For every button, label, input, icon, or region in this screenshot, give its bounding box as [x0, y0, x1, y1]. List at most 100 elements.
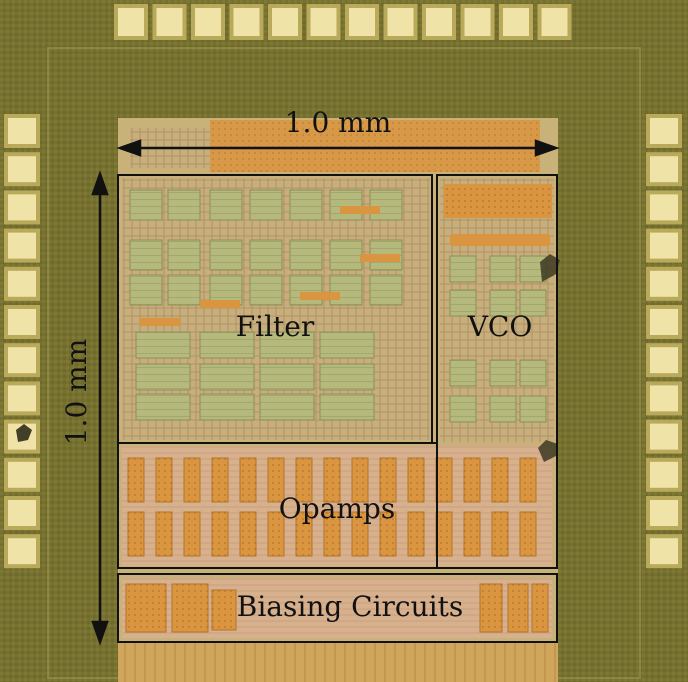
bond-pad [310, 8, 337, 36]
opamp-transistor [435, 511, 453, 557]
bond-pad [650, 194, 678, 221]
capacitor-cell [129, 274, 163, 306]
opamp-transistor [239, 457, 257, 503]
bond-pad [650, 156, 678, 183]
opamp-device-array [127, 457, 537, 557]
capacitor-cell [209, 239, 243, 271]
vco-device [449, 395, 477, 423]
capacitor-cell [249, 239, 283, 271]
opamp-transistor [379, 457, 397, 503]
bond-pad [650, 423, 678, 450]
metal-strap [200, 300, 240, 308]
capacitor-cell [319, 393, 375, 421]
biasing-device-array [125, 583, 549, 633]
opamp-transistor [407, 511, 425, 557]
vco-device [489, 395, 517, 423]
bias-device [531, 583, 549, 633]
capacitor-cell [329, 274, 363, 306]
bond-pad [156, 8, 183, 36]
bond-pad [650, 500, 678, 526]
biasing-label: Biasing Circuits [237, 590, 463, 623]
vco-metal-strap [450, 234, 550, 246]
capacitor-cell [135, 331, 191, 359]
opamp-transistor [127, 511, 145, 557]
capacitor-cell [135, 393, 191, 421]
capacitor-cell [249, 274, 283, 306]
opamp-transistor [463, 457, 481, 503]
capacitor-cell [259, 393, 315, 421]
height-dimension-label: 1.0 mm [60, 339, 93, 446]
bias-device [171, 583, 209, 633]
filter-label: Filter [236, 310, 315, 343]
metal-strap [300, 292, 340, 300]
bond-pad [541, 8, 568, 36]
bond-pad [650, 538, 678, 565]
opamp-transistor [491, 511, 509, 557]
opamps-label: Opamps [279, 492, 395, 525]
vco-label: VCO [467, 310, 533, 343]
bond-pad [464, 8, 491, 36]
debris-speck [540, 254, 560, 282]
bias-device [507, 583, 529, 633]
capacitor-cell [369, 274, 403, 306]
bond-pad [650, 347, 678, 374]
vco-block-outline [436, 174, 558, 569]
capacitor-cell [167, 274, 201, 306]
capacitor-cell [329, 239, 363, 271]
vco-device [519, 395, 547, 423]
bond-pad [8, 118, 36, 144]
capacitor-cell [289, 189, 323, 221]
opamp-transistor [351, 457, 369, 503]
opamp-transistor [407, 457, 425, 503]
capacitor-cell [259, 331, 315, 359]
opamp-transistor [183, 511, 201, 557]
capacitor-cell [249, 189, 283, 221]
bond-pad [233, 8, 260, 36]
bond-pads-right [646, 114, 682, 569]
bond-pad [426, 8, 452, 36]
capacitor-cell [319, 331, 375, 359]
bond-pad [650, 118, 678, 144]
capacitor-cell [135, 363, 191, 391]
filter-capacitor-array [129, 189, 403, 421]
bond-pads-left [4, 114, 40, 569]
capacitor-cell [129, 189, 163, 221]
bond-pad [8, 309, 36, 335]
bond-pad [8, 270, 36, 297]
vco-device [489, 255, 517, 283]
debris-speck [16, 424, 32, 442]
opamp-transistor [379, 511, 397, 557]
metal-strap [360, 254, 400, 262]
bond-pad [8, 385, 36, 412]
vco-device [449, 255, 477, 283]
vco-device [449, 359, 477, 387]
capacitor-cell [369, 189, 403, 221]
capacitor-cell [259, 363, 315, 391]
capacitor-cell [199, 331, 255, 359]
bias-device [211, 589, 237, 631]
capacitor-cell [209, 189, 243, 221]
capacitor-cell [329, 189, 363, 221]
vco-device [519, 359, 547, 387]
width-arrow-right [534, 139, 560, 157]
metal-strap [140, 318, 180, 326]
bond-pad [8, 461, 36, 488]
opamp-transistor [295, 511, 313, 557]
height-arrow-bottom [91, 620, 109, 646]
capacitor-cell [167, 189, 201, 221]
vco-device [489, 289, 517, 317]
capacitor-cell [199, 393, 255, 421]
bond-pad [195, 8, 221, 36]
width-arrow-left [116, 139, 142, 157]
debris-speck [538, 440, 558, 462]
bond-pad [387, 8, 414, 36]
bias-device [125, 583, 167, 633]
vco-device-array [444, 184, 552, 423]
bond-pad [650, 309, 678, 335]
opamp-transistor [127, 457, 145, 503]
bond-pads-top [114, 4, 572, 40]
opamp-transistor [267, 457, 285, 503]
opamp-transistor [323, 457, 341, 503]
bond-pad [272, 8, 298, 36]
bond-pad [650, 461, 678, 488]
